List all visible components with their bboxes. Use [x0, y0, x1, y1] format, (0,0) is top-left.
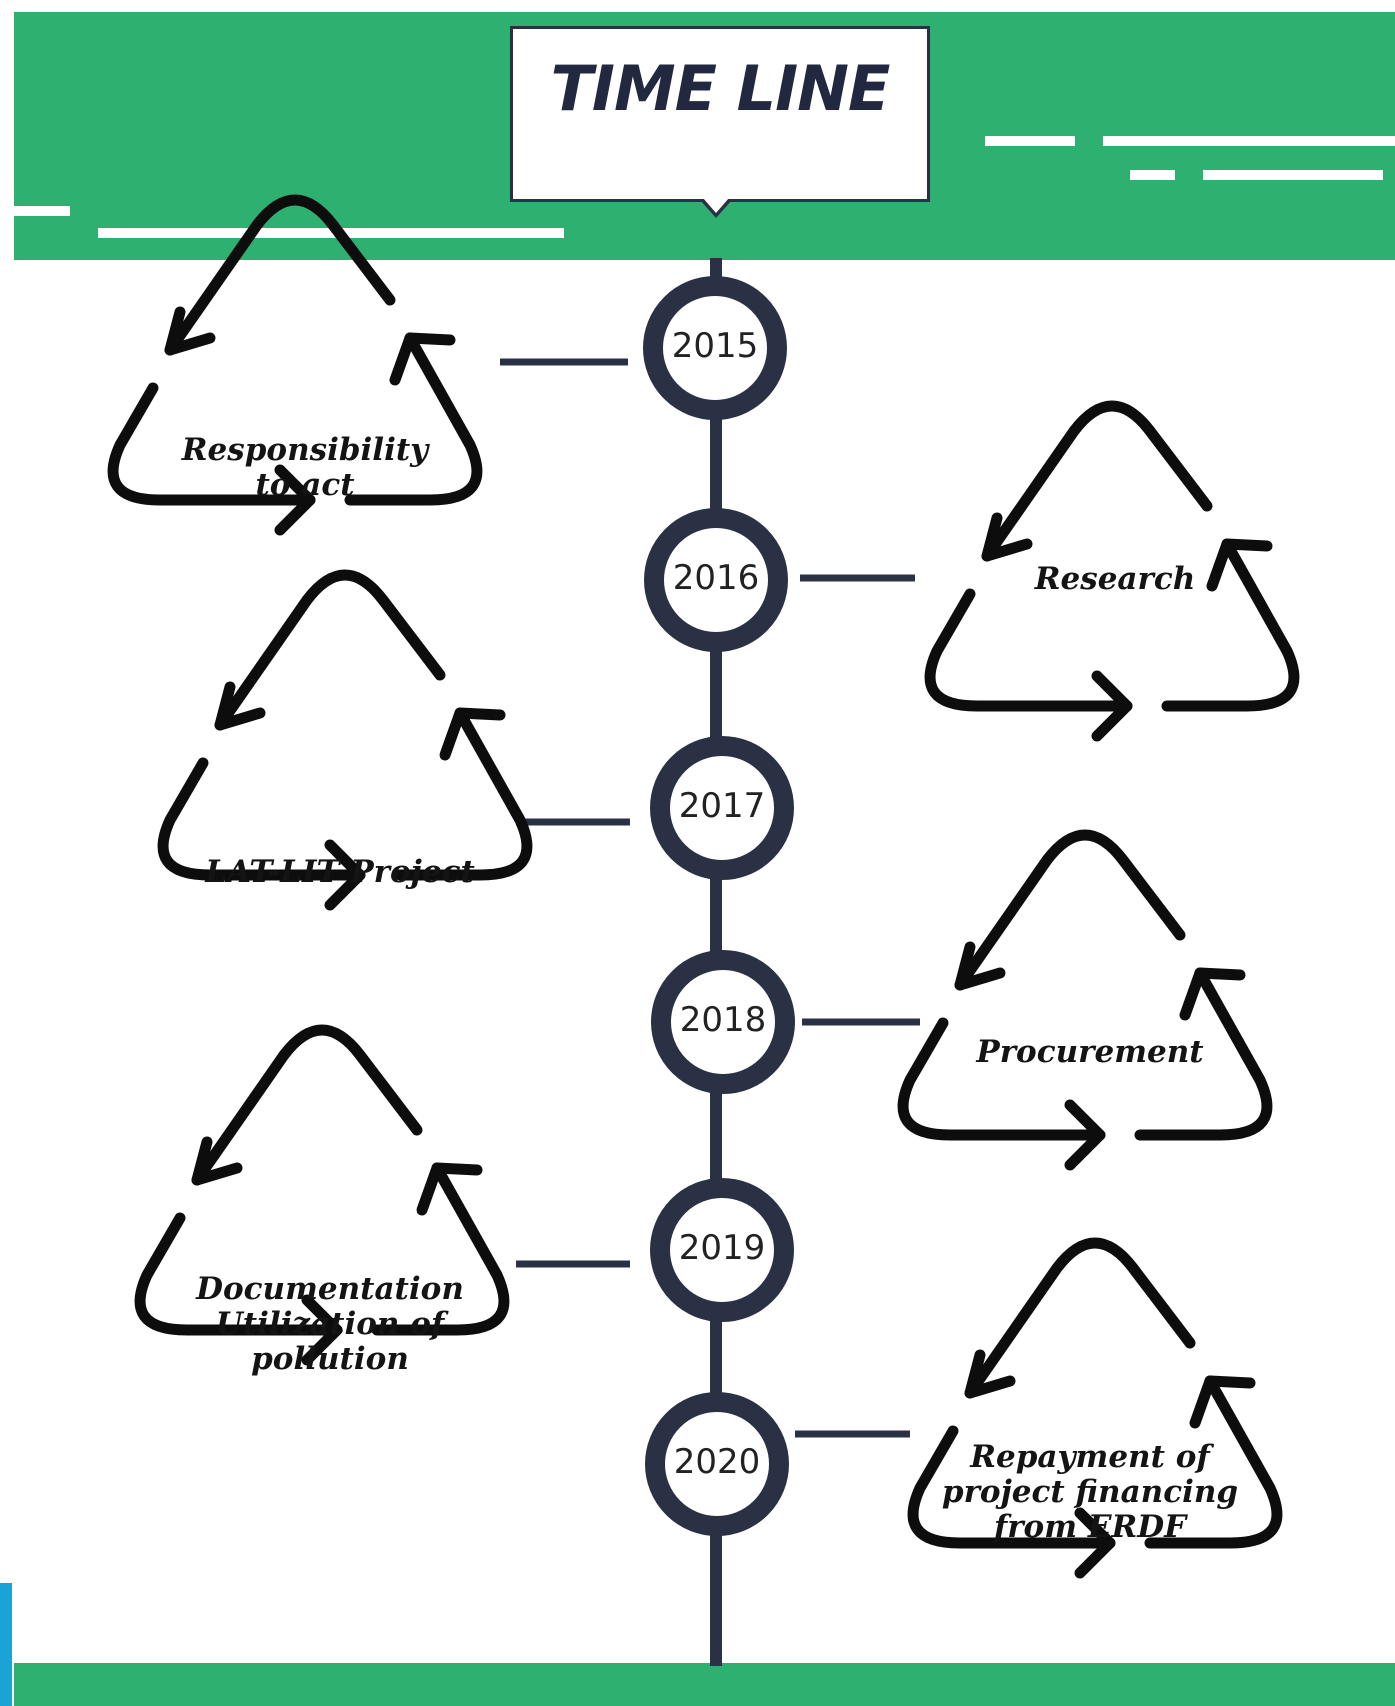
recycle-arrowhead — [214, 681, 266, 731]
recycle-arrowhead — [301, 1294, 343, 1366]
recycle-arrowhead — [964, 1349, 1016, 1399]
event-label-line: Utilization of — [215, 1306, 445, 1342]
recycle-arrowhead — [1064, 1099, 1106, 1171]
recycle-arrow-top — [164, 194, 396, 356]
year-label: 2016 — [672, 558, 760, 598]
title-box — [510, 26, 930, 202]
recycle-arrowhead — [389, 332, 456, 386]
recycle-arrows-icon — [157, 569, 533, 911]
recycle-arrow-right — [1134, 967, 1273, 1141]
year-node — [651, 950, 795, 1094]
header-dash — [1130, 170, 1175, 180]
recycle-arrow-right — [344, 332, 483, 506]
year-node — [650, 736, 794, 880]
recycle-arrow-top — [981, 400, 1213, 562]
recycle-arrows-icon — [907, 1237, 1283, 1579]
recycle-arrow-right — [1144, 1375, 1283, 1549]
header-dash — [1103, 136, 1395, 146]
recycle-arrowhead — [1074, 1507, 1116, 1579]
event-label-line: pollution — [251, 1341, 409, 1377]
event-label-line: Procurement — [976, 1034, 1204, 1070]
recycle-arrowhead — [1179, 967, 1246, 1021]
event-label: LAT-LIT Project — [190, 855, 490, 890]
event-label-line: Research — [1034, 561, 1196, 597]
recycle-arrow-right — [1161, 538, 1300, 712]
recycle-arrow-left — [907, 1425, 1116, 1549]
year-node — [645, 1392, 789, 1536]
event-label-line: Repayment of — [970, 1439, 1210, 1475]
page-title: TIME LINE — [550, 52, 891, 125]
event-label-line: LAT-LIT Project — [205, 854, 475, 890]
recycle-arrowhead — [164, 306, 216, 356]
recycle-arrow-left — [134, 1212, 343, 1336]
event-label-line: project financing — [941, 1474, 1239, 1510]
recycle-arrow-right — [371, 1162, 510, 1336]
header-dash — [985, 136, 1075, 146]
recycle-arrows-icon — [924, 400, 1300, 742]
event-label: Procurement — [965, 1035, 1215, 1070]
recycle-arrowhead — [981, 512, 1033, 562]
header-dash — [98, 228, 564, 238]
recycle-arrowhead — [191, 1136, 243, 1186]
recycle-arrows-icon — [897, 829, 1273, 1171]
year-node — [644, 508, 788, 652]
footer-band — [14, 1663, 1395, 1706]
recycle-arrow-left — [897, 1017, 1106, 1141]
title-pointer-inner — [703, 198, 729, 213]
header-dash — [1203, 170, 1383, 180]
recycle-arrow-top — [214, 569, 446, 731]
event-label-line: Responsibility — [181, 432, 429, 468]
recycle-arrowhead — [324, 839, 366, 911]
recycle-arrowhead — [954, 941, 1006, 991]
event-label: Research — [1000, 562, 1230, 597]
year-label: 2019 — [678, 1228, 766, 1268]
recycle-arrowhead — [1189, 1375, 1256, 1429]
recycle-arrowhead — [274, 464, 316, 536]
year-label: 2015 — [671, 326, 759, 366]
recycle-arrow-top — [954, 829, 1186, 991]
header-dash — [14, 206, 70, 216]
event-label-line: Documentation — [196, 1271, 464, 1307]
year-label: 2017 — [678, 786, 766, 826]
event-label-line: to act — [255, 467, 355, 503]
recycle-arrow-top — [964, 1237, 1196, 1399]
recycle-arrow-left — [107, 382, 316, 506]
year-label: 2020 — [673, 1442, 761, 1482]
recycle-arrow-right — [394, 707, 533, 881]
recycle-arrow-top — [191, 1024, 423, 1186]
year-label: 2018 — [679, 1000, 767, 1040]
year-node — [650, 1178, 794, 1322]
event-label-line: from ERDF — [993, 1509, 1187, 1545]
recycle-arrowhead — [416, 1162, 483, 1216]
recycle-arrows-icon — [134, 1024, 510, 1366]
recycle-arrow-left — [157, 757, 366, 881]
recycle-arrowhead — [1091, 670, 1133, 742]
recycle-arrowhead — [439, 707, 506, 761]
recycle-arrow-left — [924, 588, 1133, 712]
recycle-arrows-icon — [107, 194, 483, 536]
recycle-arrowhead — [1206, 538, 1273, 592]
year-node — [643, 276, 787, 420]
left-accent-bar — [0, 1583, 12, 1706]
